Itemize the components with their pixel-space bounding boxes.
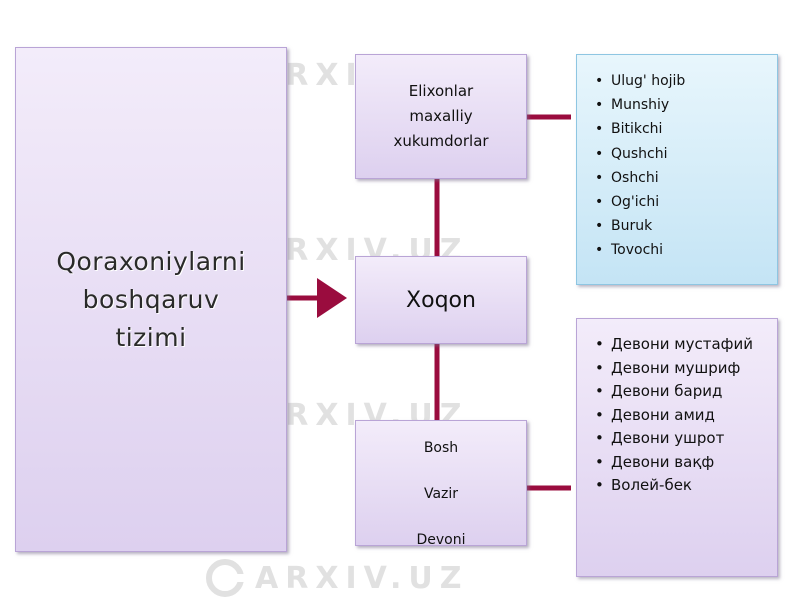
bosh-vazir-line: Bosh	[423, 440, 459, 456]
bosh-vazir-line: Vazir	[423, 486, 459, 502]
list-item: Девони вақф	[595, 451, 767, 475]
watermark-logo-icon	[206, 559, 245, 597]
xoqon-label: Xoqon	[406, 287, 476, 313]
main-system-line: Qoraxoniylarni	[56, 246, 246, 276]
divans-list: Девони мустафий Девони мушриф Девони бар…	[595, 333, 767, 498]
main-system-line: tizimi	[115, 322, 187, 352]
list-item: Oshchi	[595, 166, 767, 190]
ilk-rulers-box: Elixonlar maxalliy xukumdorlar	[355, 54, 527, 179]
bosh-vazir-line: Devoni	[416, 532, 466, 548]
list-item: Девони амид	[595, 404, 767, 428]
list-item: Qushchi	[595, 142, 767, 166]
ilk-rulers-label: Elixonlar maxalliy xukumdorlar	[393, 79, 488, 154]
bosh-vazir-label: Bosh Vazir Devoni	[416, 414, 465, 552]
list-item: Tovochi	[595, 238, 767, 262]
watermark-text: ARXIV.UZ	[255, 560, 469, 596]
main-system-box: Qoraxoniylarni boshqaruv tizimi	[15, 47, 287, 552]
court-officials-list-box: Ulug' hojib Munshiy Bitikchi Qushchi Osh…	[576, 54, 778, 285]
bosh-vazir-box: Bosh Vazir Devoni	[355, 420, 527, 548]
ilk-rulers-line: maxalliy	[409, 107, 473, 125]
ilk-rulers-line: Elixonlar	[408, 82, 474, 100]
watermark: ARXIV.UZ	[205, 558, 468, 598]
list-item: Волей-бек	[595, 474, 767, 498]
divans-list-box: Девони мустафий Девони мушриф Девони бар…	[576, 318, 778, 577]
xoqon-box: Xoqon	[355, 256, 527, 344]
main-system-label: Qoraxoniylarni boshqaruv tizimi	[56, 243, 245, 357]
ilk-rulers-line: xukumdorlar	[393, 132, 489, 150]
main-system-line: boshqaruv	[82, 284, 220, 314]
list-item: Девони барид	[595, 380, 767, 404]
list-item: Og'ichi	[595, 190, 767, 214]
list-item: Девони мушриф	[595, 357, 767, 381]
list-item: Buruk	[595, 214, 767, 238]
list-item: Девони мустафий	[595, 333, 767, 357]
list-item: Ulug' hojib	[595, 69, 767, 93]
list-item: Девони ушрот	[595, 427, 767, 451]
list-item: Bitikchi	[595, 117, 767, 141]
list-item: Munshiy	[595, 93, 767, 117]
court-officials-list: Ulug' hojib Munshiy Bitikchi Qushchi Osh…	[595, 69, 767, 263]
